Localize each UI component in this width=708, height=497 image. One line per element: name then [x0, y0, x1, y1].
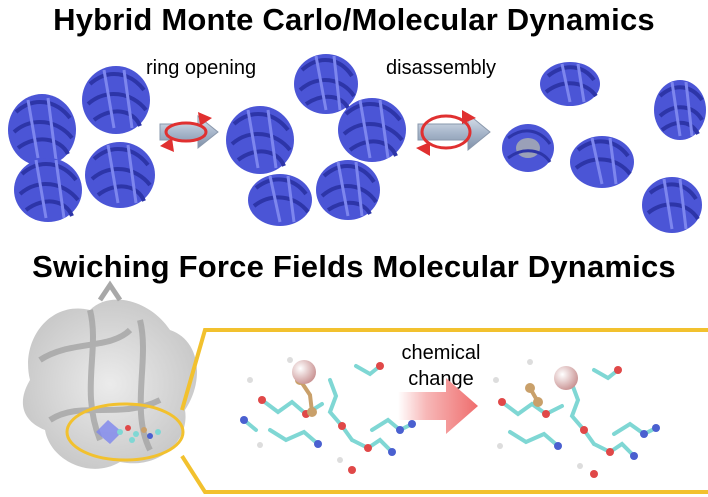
protein-monomer [540, 62, 600, 106]
protein-monomer [85, 142, 155, 208]
protein-assemblies [8, 50, 706, 233]
protein-monomer [226, 106, 294, 174]
chemical-change-arrow [398, 378, 478, 434]
hybrid-mc-md-title: Hybrid Monte Carlo/Molecular Dynamics [53, 2, 655, 37]
molecule-before [240, 357, 416, 474]
active-site-ligand [96, 420, 161, 444]
protein-monomer [502, 124, 554, 172]
protein-monomer [82, 66, 150, 134]
protein-disassembled [502, 62, 706, 233]
chemical-change-label: chemical change [386, 340, 496, 392]
chemical-change-line2: change [408, 368, 474, 390]
protein-monomer [294, 54, 358, 114]
disassembly-label: disassembly [386, 57, 497, 79]
chemical-change-line1: chemical [401, 342, 481, 364]
protein-ring-closed [8, 50, 155, 222]
active-site-highlight [65, 402, 185, 462]
protein-monomer [642, 177, 702, 233]
rotation-arrows-icon [416, 110, 476, 156]
rotation-arrows-icon [160, 112, 212, 152]
protein-monomer [248, 174, 312, 226]
protein-ring-opened [226, 54, 406, 226]
ring-opening-label: ring opening [146, 57, 257, 79]
protein-monomer [654, 80, 706, 140]
protein-monomer [8, 94, 76, 166]
protein-monomer [570, 136, 634, 188]
protein-monomer [338, 98, 406, 162]
metal-ion [292, 360, 316, 384]
molecule-after [493, 359, 660, 478]
zoom-frame [180, 328, 708, 494]
switching-force-fields-title: Swiching Force Fields Molecular Dynamics [32, 249, 676, 284]
protein-monomer [14, 158, 82, 222]
metal-ion [554, 366, 578, 390]
protein-monomer [316, 160, 380, 220]
ghost-protein-structure [22, 280, 197, 469]
protein-monomer [52, 50, 104, 90]
